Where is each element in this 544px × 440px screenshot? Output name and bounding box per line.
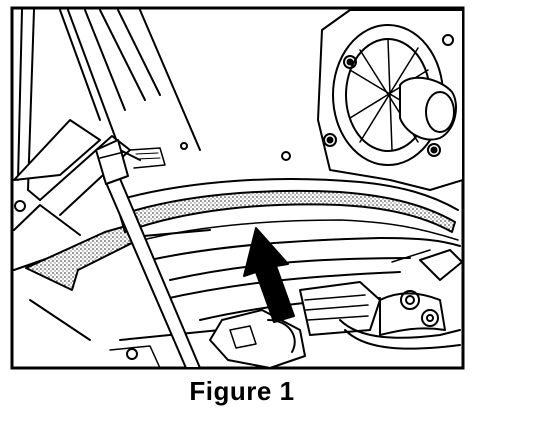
engine-components: [299, 249, 463, 350]
fastener: [180, 142, 188, 150]
fastener: [14, 200, 26, 212]
fan-motor: [399, 76, 457, 141]
lower-connector: [109, 309, 306, 368]
weatherstrip-seal: [119, 189, 456, 233]
cooling-fan-assembly: [281, 9, 463, 191]
hood-prop-rod: [95, 139, 201, 368]
pointer-arrow: [243, 227, 295, 323]
figure-caption: Figure 1: [189, 376, 295, 406]
